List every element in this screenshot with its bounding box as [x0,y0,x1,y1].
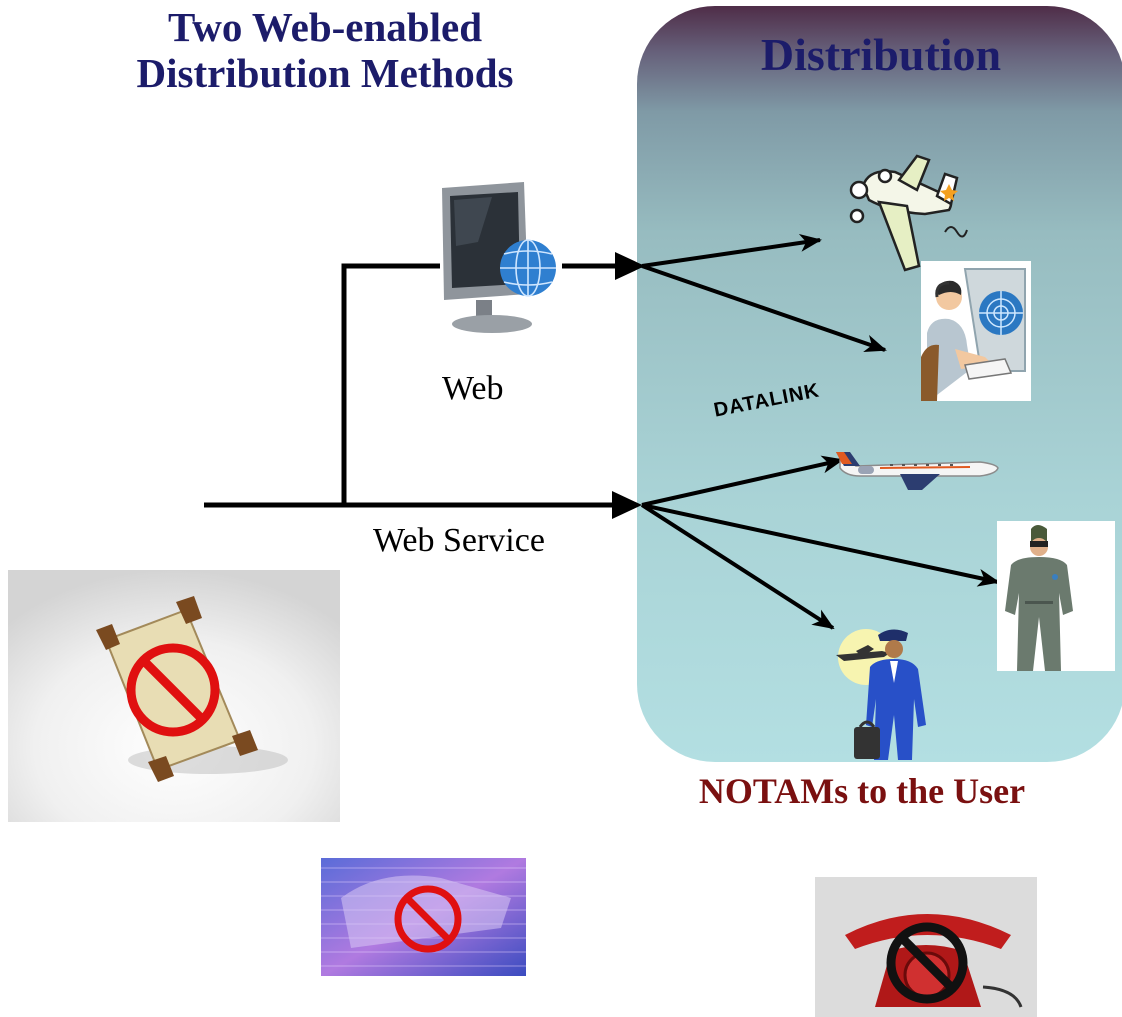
arrow-to-military-pilot [641,503,1000,587]
slide-title-line-1: Two Web-enabled [167,4,482,50]
web-branch-line [341,263,440,505]
arrow-to-jet [641,455,844,507]
notams-caption: NOTAMs to the User [698,771,1026,811]
arrow-to-controller [641,264,887,352]
web-arrowhead [615,252,645,280]
jet-airliner-icon [836,452,999,490]
slide-title: Two Web-enabled Distribution Methods [60,4,590,96]
scroll-prohibited-icon [8,570,340,822]
airline-pilot-icon [836,629,926,760]
fax-prohibited-icon [321,858,526,976]
telephone-prohibited-icon [815,877,1037,1017]
slide-title-line-2: Distribution Methods [136,50,514,96]
web-service-arrowhead [612,491,642,519]
computer-globe-icon [442,182,556,333]
web-service-label: Web Service [373,522,545,559]
air-traffic-controller-icon [921,261,1031,401]
military-pilot-icon [997,521,1115,671]
arrow-to-airline-pilot [640,503,835,630]
distribution-panel-title: Distribution [760,29,1002,80]
web-label: Web [442,370,504,407]
small-airplane-icon [849,154,968,272]
arrow-to-small-airplane [641,233,822,268]
